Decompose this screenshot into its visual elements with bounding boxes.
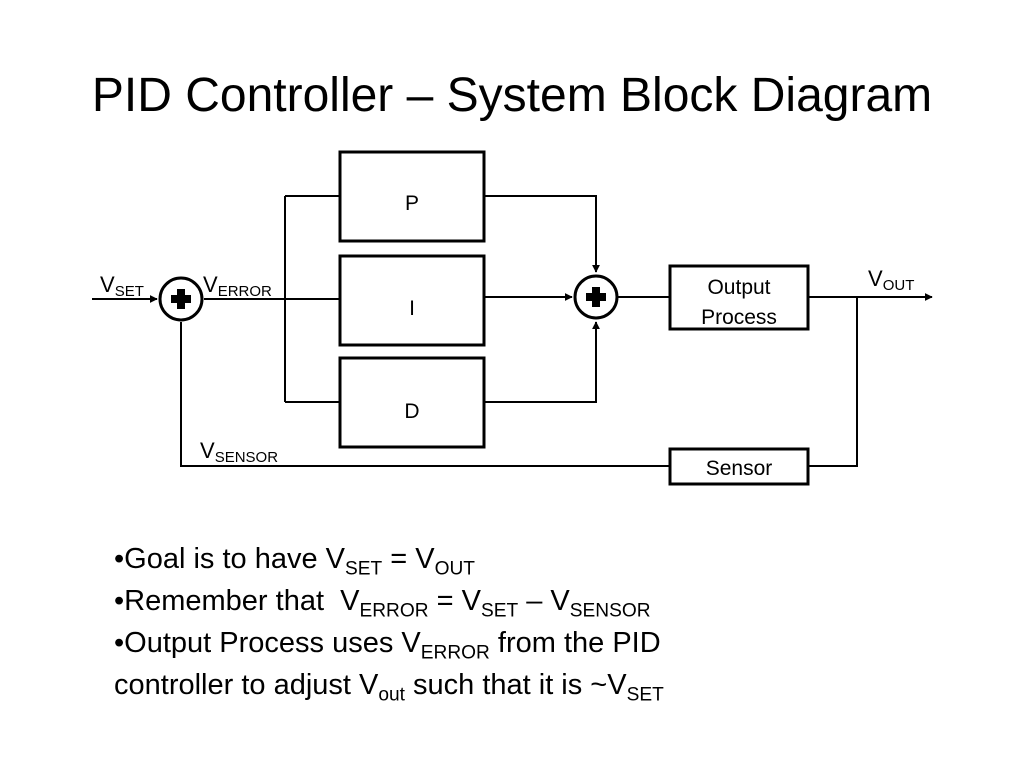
p-output-line — [484, 195, 600, 273]
d-output-line — [484, 321, 600, 403]
i-block-label: I — [409, 297, 415, 320]
i-block — [338, 254, 486, 347]
bullet-item: •Output Process uses VERROR from the PID — [114, 627, 661, 664]
bullet-item-continuation: controller to adjust Vout such that it i… — [114, 669, 664, 706]
sensor-block — [668, 447, 810, 486]
vset-label: VSET — [100, 272, 144, 300]
d-block-label: D — [404, 400, 420, 423]
verror-label: VERROR — [203, 272, 272, 300]
pid-summing-junction — [573, 274, 619, 320]
bullet-list: •Goal is to have VSET = VOUT •Remember t… — [114, 538, 994, 706]
sensor-feedback-line — [180, 322, 670, 467]
feedback-to-sensor-line — [808, 297, 858, 467]
sensor-label: Sensor — [705, 457, 773, 480]
p-block-label: P — [404, 192, 419, 215]
d-block — [338, 356, 486, 449]
input-summing-junction — [158, 276, 204, 322]
p-block — [338, 150, 486, 243]
output-process-block — [668, 264, 810, 331]
vout-label: VOUT — [868, 266, 915, 294]
slide-title: PID Controller – System Block Diagram — [91, 69, 933, 122]
bullet-item: •Goal is to have VSET = VOUT — [114, 543, 475, 580]
output-process-label: Output Process — [701, 276, 777, 329]
bullet-item: •Remember that VERROR = VSET – VSENSOR — [114, 585, 651, 622]
vsensor-label: VSENSOR — [200, 438, 279, 466]
